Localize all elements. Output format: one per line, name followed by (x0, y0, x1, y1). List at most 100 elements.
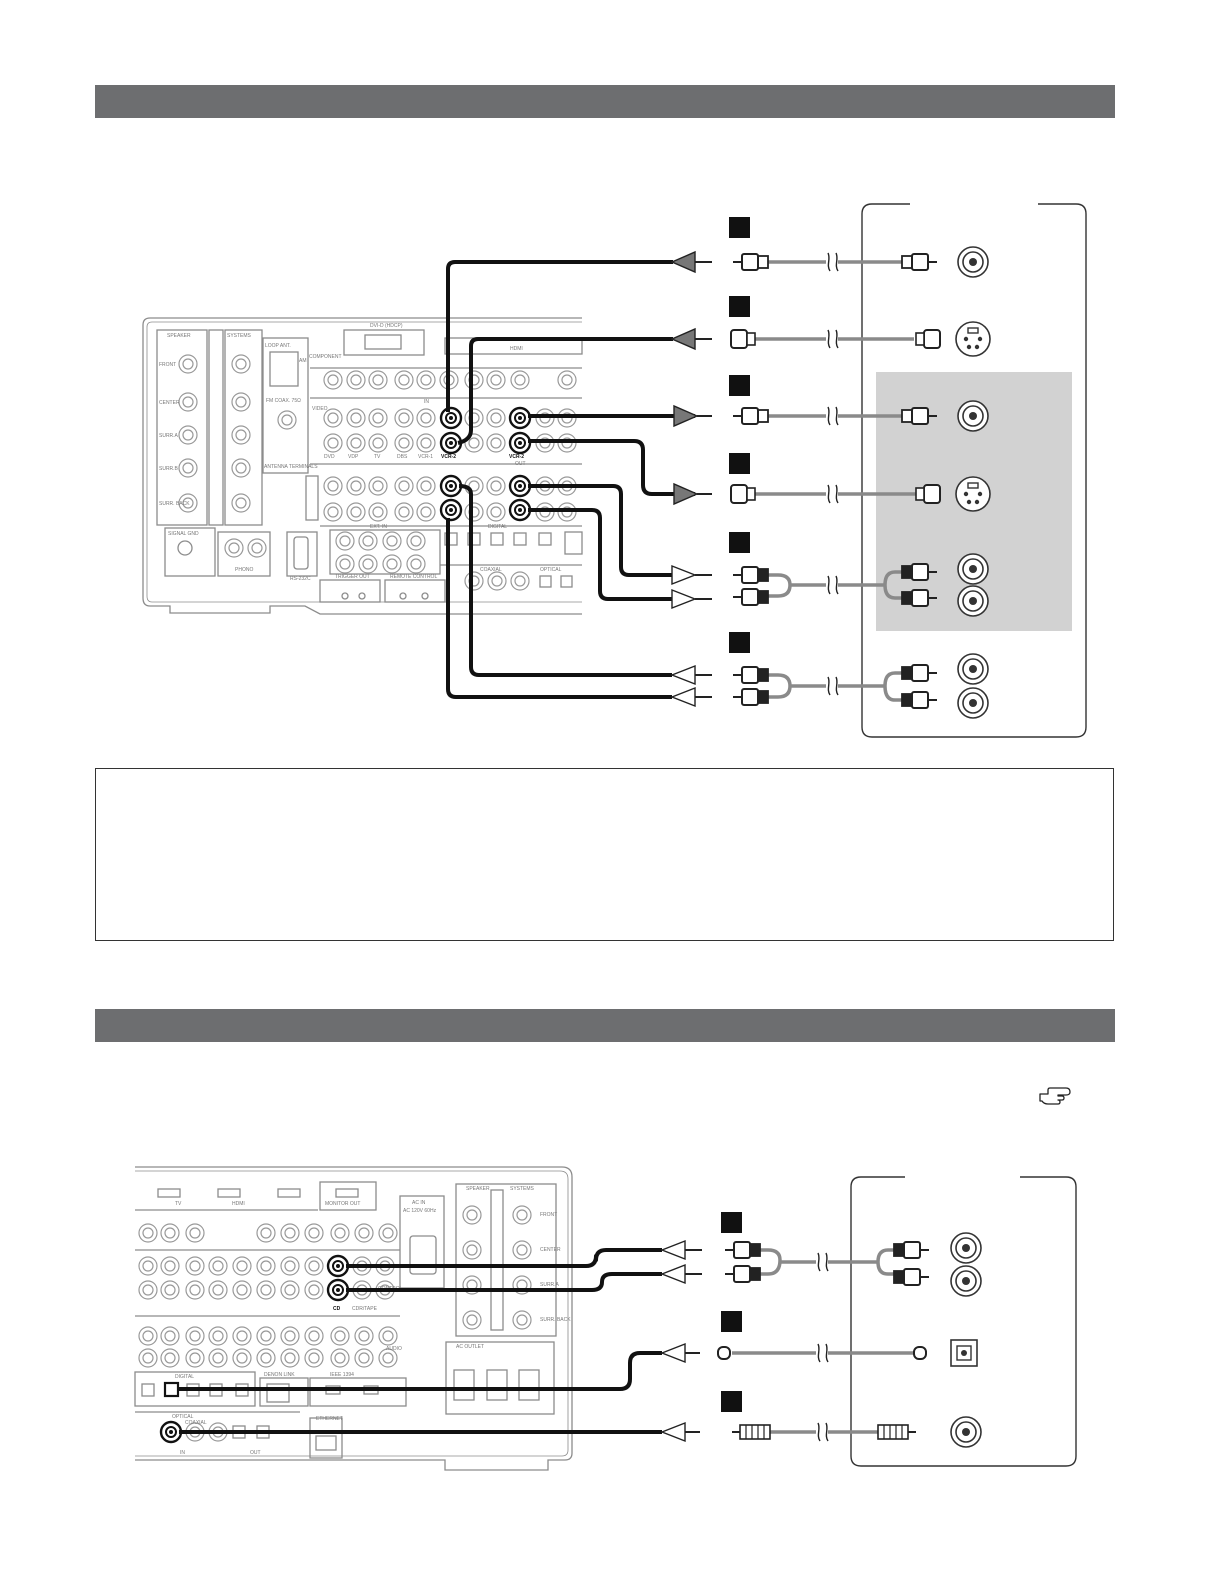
label-digital-b: DIGITAL (175, 1374, 194, 1380)
label-cd: CD (333, 1306, 341, 1312)
label-in: IN (424, 399, 429, 405)
cd-audio-in-l-jack (326, 1254, 350, 1278)
label-out: OUT (515, 461, 526, 467)
arrow-leads-top (695, 261, 712, 698)
cable-markers-top (729, 217, 750, 653)
cd-audio-in-r-jack (326, 1278, 350, 1302)
label-in-b: IN (180, 1450, 185, 1456)
label-antenna: ANTENNA TERMINALS (264, 464, 318, 470)
label-speaker: SPEAKER (167, 333, 191, 339)
label-am: AM (299, 358, 307, 364)
label-vdp: VDP (348, 454, 359, 460)
label-ac-rating: AC 120V 60Hz (403, 1208, 437, 1214)
receiver-rear-panel-bottom (134, 1166, 573, 1471)
label-optical-b: OPTICAL (172, 1414, 194, 1420)
label-vcr1: VCR-1 (418, 454, 433, 460)
label-surr-b: SURR.B (159, 466, 179, 472)
label-out-b: OUT (250, 1450, 261, 1456)
label-speaker-b: SPEAKER (466, 1186, 490, 1192)
label-surr-back: SURR. BACK (159, 501, 190, 507)
label-rs232c: RS-232C (290, 576, 311, 582)
label-ieee: IEEE 1394 (330, 1372, 354, 1378)
label-phono: PHONO (235, 567, 253, 573)
label-hdmi: HDMI (510, 346, 523, 352)
label-ac-in: AC IN (412, 1200, 426, 1206)
label-hdmi-b: HDMI (232, 1201, 245, 1207)
vcr-audio-out-r-jack-dev (957, 687, 989, 719)
label-ext-in: EXT. IN (370, 524, 387, 530)
label-tv: TV (374, 454, 381, 460)
break-marks-top (827, 252, 839, 696)
label-center: CENTER (159, 400, 180, 406)
pointing-hand-icon (1039, 1087, 1071, 1105)
vcr-device-panel (861, 203, 1087, 738)
vcr-svideo-out-jack (508, 431, 532, 455)
label-coaxial: COAXIAL (480, 567, 502, 573)
signal-arrows-bottom (660, 1239, 686, 1443)
section-header-bar-top (95, 85, 1115, 118)
label-signal-gnd: SIGNAL GND (168, 531, 199, 537)
label-vcr2-out: VCR-2 (509, 454, 524, 460)
section-header-bar-bottom (95, 1009, 1115, 1042)
cable-markers-bottom (721, 1212, 742, 1412)
vcr-video-out-jack-dev (957, 246, 989, 278)
label-trigger-out: TRIGGER OUT (335, 574, 370, 580)
cd-audio-out-r-jack-dev (950, 1265, 982, 1297)
receiver-top-labels: SPEAKER SYSTEMS FRONT CENTER SURR.A SURR… (159, 323, 562, 582)
note-box (95, 768, 1114, 941)
vcr-audio-in-l-jack (439, 474, 463, 498)
label-surr-a: SURR.A (159, 433, 179, 439)
label-dvd: DVD (324, 454, 335, 460)
label-fm-coaxial: FM COAX. 75Ω (266, 398, 301, 404)
receiver-bottom-labels: TV HDMI MONITOR OUT AC IN AC 120V 60Hz S… (172, 1186, 571, 1456)
vcr-svideo-out-jack-dev (955, 321, 991, 357)
label-cdr-tape: CDR/TAPE (352, 1306, 378, 1312)
black-cables-top (446, 260, 695, 699)
vcr-svideo-in-jack-dev (955, 476, 991, 512)
label-denon-link: DENON LINK (264, 1372, 295, 1378)
label-coaxial-b: COAXIAL (185, 1420, 207, 1426)
label-monitor-out-b: MONITOR OUT (325, 1201, 360, 1207)
vcr-audio-out-l-jack (508, 474, 532, 498)
label-ethernet: ETHERNET (316, 1416, 343, 1422)
label-surr-a-b: SURR.A (540, 1282, 560, 1288)
label-remote-control: REMOTE CONTROL (390, 574, 437, 580)
black-cables-bottom (178, 1248, 662, 1434)
cd-coaxial-out-jack-dev (950, 1416, 982, 1448)
label-vcr2-in: VCR-2 (441, 454, 456, 460)
cd-optical-out-jack-dev (950, 1339, 978, 1367)
label-tv-b: TV (175, 1201, 182, 1207)
label-surr-back-b: SURR. BACK (540, 1317, 571, 1323)
label-center-b: CENTER (540, 1247, 561, 1253)
cd-audio-out-l-jack-dev (950, 1232, 982, 1264)
cd-optical-in-jack (163, 1381, 180, 1398)
vcr-video-in-jack (439, 406, 463, 430)
vcr-audio-out-l-jack-dev (957, 653, 989, 685)
label-ac-outlet: AC OUTLET (456, 1344, 484, 1350)
arrow-leads-bottom (685, 1249, 702, 1433)
label-audio: AUDIO (386, 1346, 402, 1352)
cd-device-panel (850, 1176, 1077, 1467)
label-video: VIDEO (312, 406, 328, 412)
label-digital: DIGITAL (488, 524, 507, 530)
vcr-audio-in-r-jack-dev (957, 585, 989, 617)
vcr-video-out-jack (508, 406, 532, 430)
label-dvi: DVI-D (HDCP) (370, 323, 403, 329)
label-systems: SYSTEMS (227, 333, 252, 339)
label-component: COMPONENT (309, 354, 342, 360)
vcr-video-in-jack-dev (957, 400, 989, 432)
label-loop-ant: LOOP ANT. (265, 343, 291, 349)
label-optical: OPTICAL (540, 567, 562, 573)
label-systems-b: SYSTEMS (510, 1186, 535, 1192)
cable-breaks-top (826, 252, 838, 696)
vcr-audio-out-r-jack (508, 498, 532, 522)
signal-arrows-top (670, 250, 699, 708)
label-front-b: FRONT (540, 1212, 557, 1218)
label-dbs: DBS (397, 454, 408, 460)
vcr-audio-in-l-jack-dev (957, 553, 989, 585)
plugs-right-bottom (877, 1241, 930, 1440)
label-front: FRONT (159, 362, 176, 368)
cd-coaxial-in-jack (159, 1420, 183, 1444)
vcr-audio-in-r-jack (439, 498, 463, 522)
